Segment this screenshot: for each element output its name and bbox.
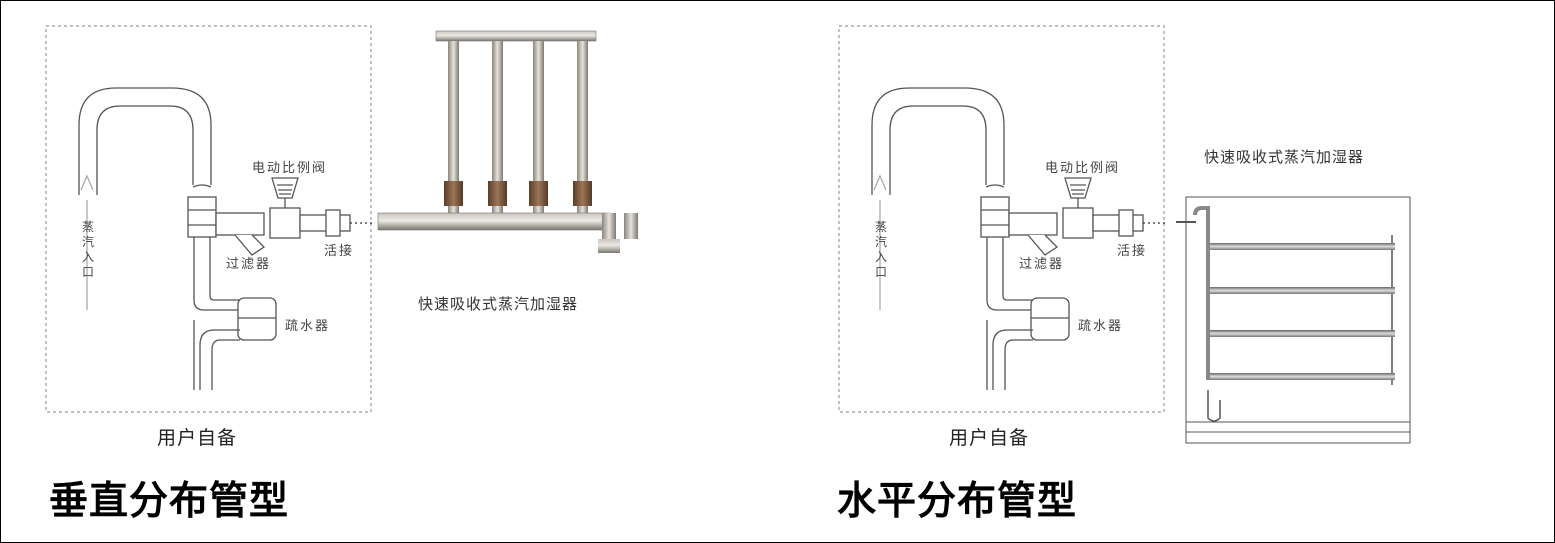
left-piping-schematic — [45, 25, 373, 413]
vertical-tube — [573, 41, 592, 219]
left-type-title: 垂直分布管型 — [49, 479, 290, 524]
vertical-distributor-photo — [377, 30, 638, 253]
horizontal-tube — [1210, 287, 1395, 294]
left-trap-label: 疏水器 — [285, 319, 331, 334]
right-steam-inlet-label: 蒸汽入口 — [875, 220, 888, 279]
right-product-label: 快速吸收式蒸汽加湿器 — [1204, 148, 1365, 166]
right-valve-label: 电动比例阀 — [1045, 161, 1121, 176]
vertical-tube — [444, 41, 463, 219]
horizontal-tube — [1210, 330, 1395, 337]
horizontal-distributor-cabinet — [1176, 196, 1411, 444]
vertical-tube — [488, 41, 507, 219]
right-user-supplied-caption: 用户自备 — [949, 427, 1030, 449]
left-valve-label: 电动比例阀 — [252, 161, 328, 176]
vertical-tube — [529, 41, 548, 219]
left-filter-label: 过滤器 — [226, 257, 272, 272]
right-type-title: 水平分布管型 — [837, 479, 1078, 524]
horizontal-tube — [1210, 373, 1395, 380]
right-trap-label: 疏水器 — [1078, 319, 1124, 334]
right-piping-schematic — [838, 25, 1166, 413]
right-union-label: 活接 — [1117, 244, 1148, 259]
left-steam-inlet-label: 蒸汽入口 — [82, 220, 95, 279]
right-filter-label: 过滤器 — [1019, 257, 1065, 272]
left-union-label: 活接 — [324, 244, 355, 259]
left-product-label: 快速吸收式蒸汽加湿器 — [418, 295, 579, 313]
left-user-supplied-caption: 用户自备 — [157, 427, 238, 449]
horizontal-tube — [1210, 243, 1395, 250]
